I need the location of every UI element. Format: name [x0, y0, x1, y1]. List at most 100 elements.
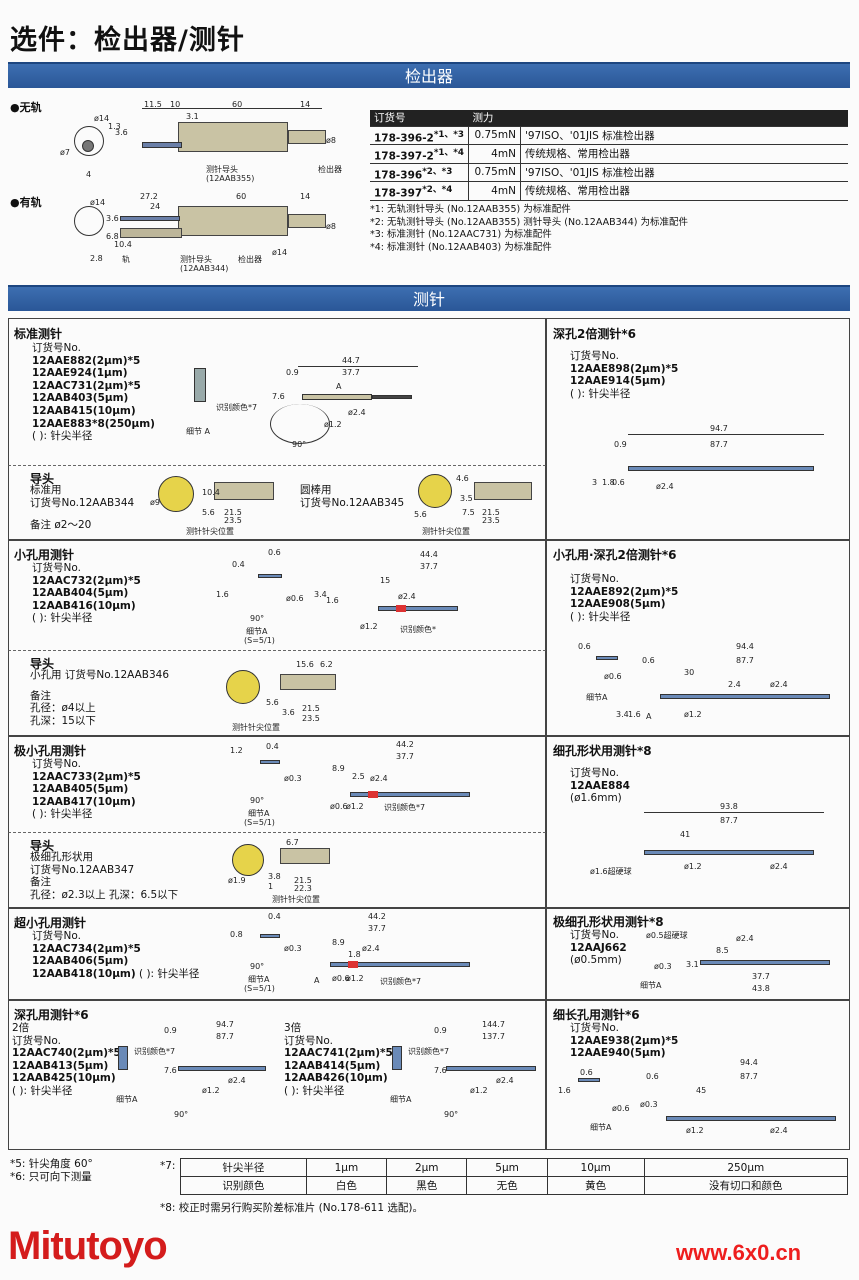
guide-3-diagram: 15.6 6.2 3.6 21.5 23.5 5.6 测针针尖位置: [222, 656, 362, 734]
guide-body: [280, 674, 336, 690]
stylus-shaft: [378, 606, 458, 611]
long-hole-diagram: 0.6 94.4 87.7 45 0.6 1.6 ø0.3 ø1.2 ø2.4 …: [556, 1056, 846, 1146]
deep2-title: 深孔2倍测针*6: [553, 327, 636, 341]
skid-label: ●有轨: [10, 196, 42, 209]
stylus-shaft: [350, 792, 470, 797]
deep-2x-diagram: 94.7 87.7 0.9 7.6 ø1.2 ø2.4 90° 细节A 识别颜色…: [112, 1016, 272, 1119]
guide-end-circle: [232, 844, 264, 876]
tiny-hole-title: 极小孔用测针: [14, 744, 87, 758]
fine-hole-panel: [546, 908, 850, 1000]
stylus-shaft: [120, 216, 180, 221]
stylus-shaft: [700, 960, 830, 965]
ultra-small-title: 超小孔用测针: [14, 916, 87, 930]
skid-guide: [120, 228, 182, 238]
small-deep-panel: [546, 540, 850, 736]
angle-arc: [270, 404, 330, 444]
fine-hole-title: 极细孔形状用测针*8: [553, 915, 664, 929]
deep-hole-panel: [8, 1000, 546, 1150]
detector-end-view-circle: [74, 126, 104, 156]
footnote-8: *8: 校正时需另行购买阶差标准片 (No.178-611 选配)。: [160, 1202, 423, 1214]
stylus-section-header: 测针: [8, 285, 850, 311]
thin-order-list: 订货号No. 12AAE884 (ø1.6mm): [570, 767, 630, 805]
ultra-small-panel: [8, 908, 546, 1000]
guide-1-text: 标准用 订货号No.12AAB344 备注 ø2～20: [30, 484, 135, 532]
detail-a-tip: [578, 1078, 600, 1082]
stylus-shaft: [666, 1116, 836, 1121]
detector-tail: [288, 130, 326, 144]
fine-hole-diagram: ø0.5超硬球 8.5 ø2.4 37.7 43.8 3.1 ø0.3 细节A: [640, 928, 844, 998]
small-deep-title: 小孔用·深孔2倍测针*6: [553, 548, 677, 562]
identification-color-band: [396, 605, 406, 612]
thin-hole-panel: [546, 736, 850, 908]
guide-1-title: 导头: [30, 472, 55, 486]
guide-panel-3: [8, 650, 546, 736]
no-skid-diagram: 11.5 10 60 14 3.1 ø14 ø8 1.3 3.6 ø7 4 测针…: [60, 100, 342, 183]
detail-a-tip: [392, 1046, 402, 1070]
ultra-order-list: 订货号No. 12AAC734(2μm)*5 12AAB406(5μm) 12A…: [32, 930, 200, 980]
stylus-shaft: [446, 1066, 536, 1071]
standard-stylus-title: 标准测针: [14, 327, 63, 341]
small-hole-title: 小孔用测针: [14, 548, 75, 562]
watermark-url: www.6x0.cn: [676, 1240, 802, 1265]
stylus-tip-dot: [82, 140, 94, 152]
guide-4-diagram: 6.7 21.5 22.3 3.8 ø1.9 1 测针针尖位置: [228, 836, 348, 906]
guide-2-text: 圆棒用 订货号No.12AAB345: [300, 484, 405, 509]
thin-hole-title: 细孔形状用测针*8: [553, 744, 652, 758]
long-hole-title: 细长孔用测针*6: [553, 1008, 640, 1022]
stylus-shaft: [178, 1066, 266, 1071]
thin-hole-diagram: 93.8 87.7 41 ø1.2 ø2.4 ø1.6超硬球: [580, 800, 842, 896]
guide-panel-1: [8, 465, 546, 540]
detector-tail: [288, 214, 326, 228]
stylus-shaft: [142, 142, 182, 148]
detail-a-tip: [596, 656, 618, 660]
deep-hole-title: 深孔用测针*6: [14, 1008, 89, 1022]
detail-a-tip: [258, 574, 282, 578]
detail-a-tip: [118, 1046, 128, 1070]
table-row: 识别颜色白色黑色无色黄色没有切口和颜色: [180, 1176, 849, 1195]
stylus-rear: [372, 395, 412, 399]
deep2-panel: [546, 318, 850, 540]
deep2-order-list: 订货号No. 12AAE898(2μm)*5 12AAE914(5μm) ( )…: [570, 350, 679, 400]
identification-color-band: [368, 791, 378, 798]
mitutoyo-logo: Mitutoyo: [8, 1224, 168, 1268]
guide-end-circle: [158, 476, 194, 512]
stylus-shaft: [302, 394, 372, 400]
standard-stylus-diagram: 细节 A 识别颜色*7 44.7 37.7 0.9 A 7.6 ø2.4 ø1.…: [180, 350, 540, 462]
detector-notes: *1: 无轨测针导头 (No.12AAB355) 为标准配件 *2: 无轨测针导…: [370, 204, 688, 253]
long-order-list: 订货号No. 12AAE938(2μm)*5 12AAE940(5μm): [570, 1022, 679, 1060]
guide-panel-4: [8, 832, 546, 908]
deep-3x-order-list: 3倍 订货号No. 12AAC741(2μm)*5 12AAB414(5μm) …: [284, 1022, 393, 1097]
stylus-shaft: [330, 962, 470, 967]
detail-a-tip: [260, 934, 280, 938]
small-deep-order-list: 订货号No. 12AAE892(2μm)*5 12AAE908(5μm) ( )…: [570, 573, 679, 623]
guide-2-diagram: 3.5 21.5 23.5 7.5 4.6 5.6 测针针尖位置: [412, 468, 542, 538]
no-skid-label: ●无轨: [10, 101, 42, 114]
standard-order-list: 订货号No. 12AAE882(2μm)*5 12AAE924(1μm) 12A…: [32, 342, 155, 443]
skid-diagram: 27.2 60 14 24 ø14 ø8 3.6 6.8 10.4 2.8 ø1…: [60, 192, 360, 284]
long-hole-panel: [546, 1000, 850, 1150]
guide-4-title: 导头: [30, 839, 55, 853]
guide-end-circle: [418, 474, 452, 508]
identification-color-band: [348, 961, 358, 968]
deep-2x-order-list: 2倍 订货号No. 12AAC740(2μm)*5 12AAB413(5μm) …: [12, 1022, 121, 1097]
stylus-shaft: [628, 466, 814, 471]
guide-body: [214, 482, 274, 500]
deep2-diagram: 94.7 87.7 0.9 3 1.8 0.6 ø2.4: [590, 420, 840, 520]
tiny-hole-diagram: 0.4 44.2 37.7 1.2 8.9 2.5 ø0.3 90° 细节A (…: [220, 740, 540, 832]
page-title: 选件：检出器/测针: [10, 25, 245, 56]
deep-3x-diagram: 144.7 137.7 0.9 7.6 ø1.2 ø2.4 90° 细节A 识别…: [386, 1016, 542, 1119]
detector-body: [178, 206, 288, 236]
small-order-list: 订货号No. 12AAC732(2μm)*5 12AAB404(5μm) 12A…: [32, 562, 141, 625]
fine-order-list: 订货号No. 12AAJ662 (ø0.5mm): [570, 929, 627, 967]
ultra-small-diagram: 0.4 44.2 37.7 0.8 8.9 1.8 ø0.3 90° 细节A (…: [220, 910, 540, 998]
footnote-5-6: *5: 针尖角度 60° *6: 只可向下测量: [10, 1158, 93, 1183]
detector-section-header: 检出器: [8, 62, 850, 88]
detail-a-tip: [260, 760, 280, 764]
tiny-order-list: 订货号No. 12AAC733(2μm)*5 12AAB405(5μm) 12A…: [32, 758, 141, 821]
guide-4-text: 极细孔形状用 订货号No.12AAB347 备注 孔径：ø2.3以上 孔深：6.…: [30, 851, 179, 901]
